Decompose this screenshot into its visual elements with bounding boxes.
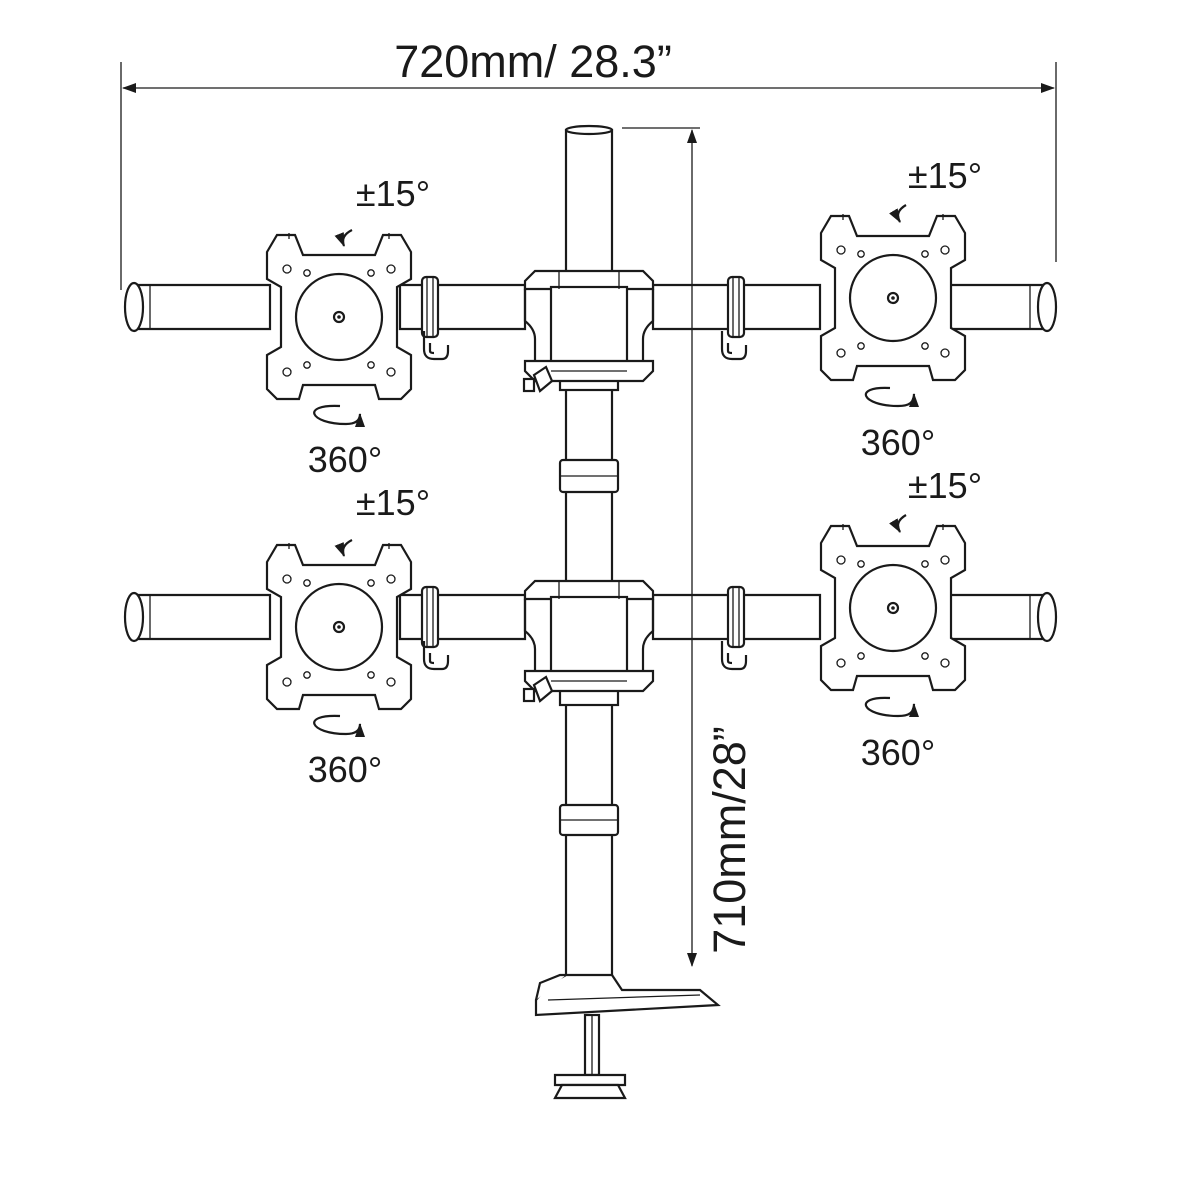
vesa-plate-bottom-right [819,522,967,692]
vesa-plate-bottom-left [265,541,413,711]
rotate-label-bottom-right: 360° [861,732,935,773]
rotate-360-arrow-icon [313,386,919,738]
tilt-label-top-left: ±15° [356,173,430,214]
width-dimension-label: 720mm/ 28.3” [394,36,672,87]
tilt-label-top-right: ±15° [908,155,982,196]
vesa-plate-top-right [819,212,967,382]
desk-base [534,973,721,1100]
vesa-plate-top-left [265,231,413,401]
tilt-label-bottom-right: ±15° [908,465,982,506]
width-dimension [120,62,1057,290]
rotate-label-bottom-left: 360° [308,749,382,790]
rotate-label-top-left: 360° [308,439,382,480]
height-dimension-label: 710mm/28” [704,726,755,954]
vertical-pole [558,124,620,982]
height-dimension [622,127,700,967]
tilt-label-bottom-left: ±15° [356,482,430,523]
rotate-label-top-right: 360° [861,422,935,463]
tilt-arrow-icon [334,204,907,557]
